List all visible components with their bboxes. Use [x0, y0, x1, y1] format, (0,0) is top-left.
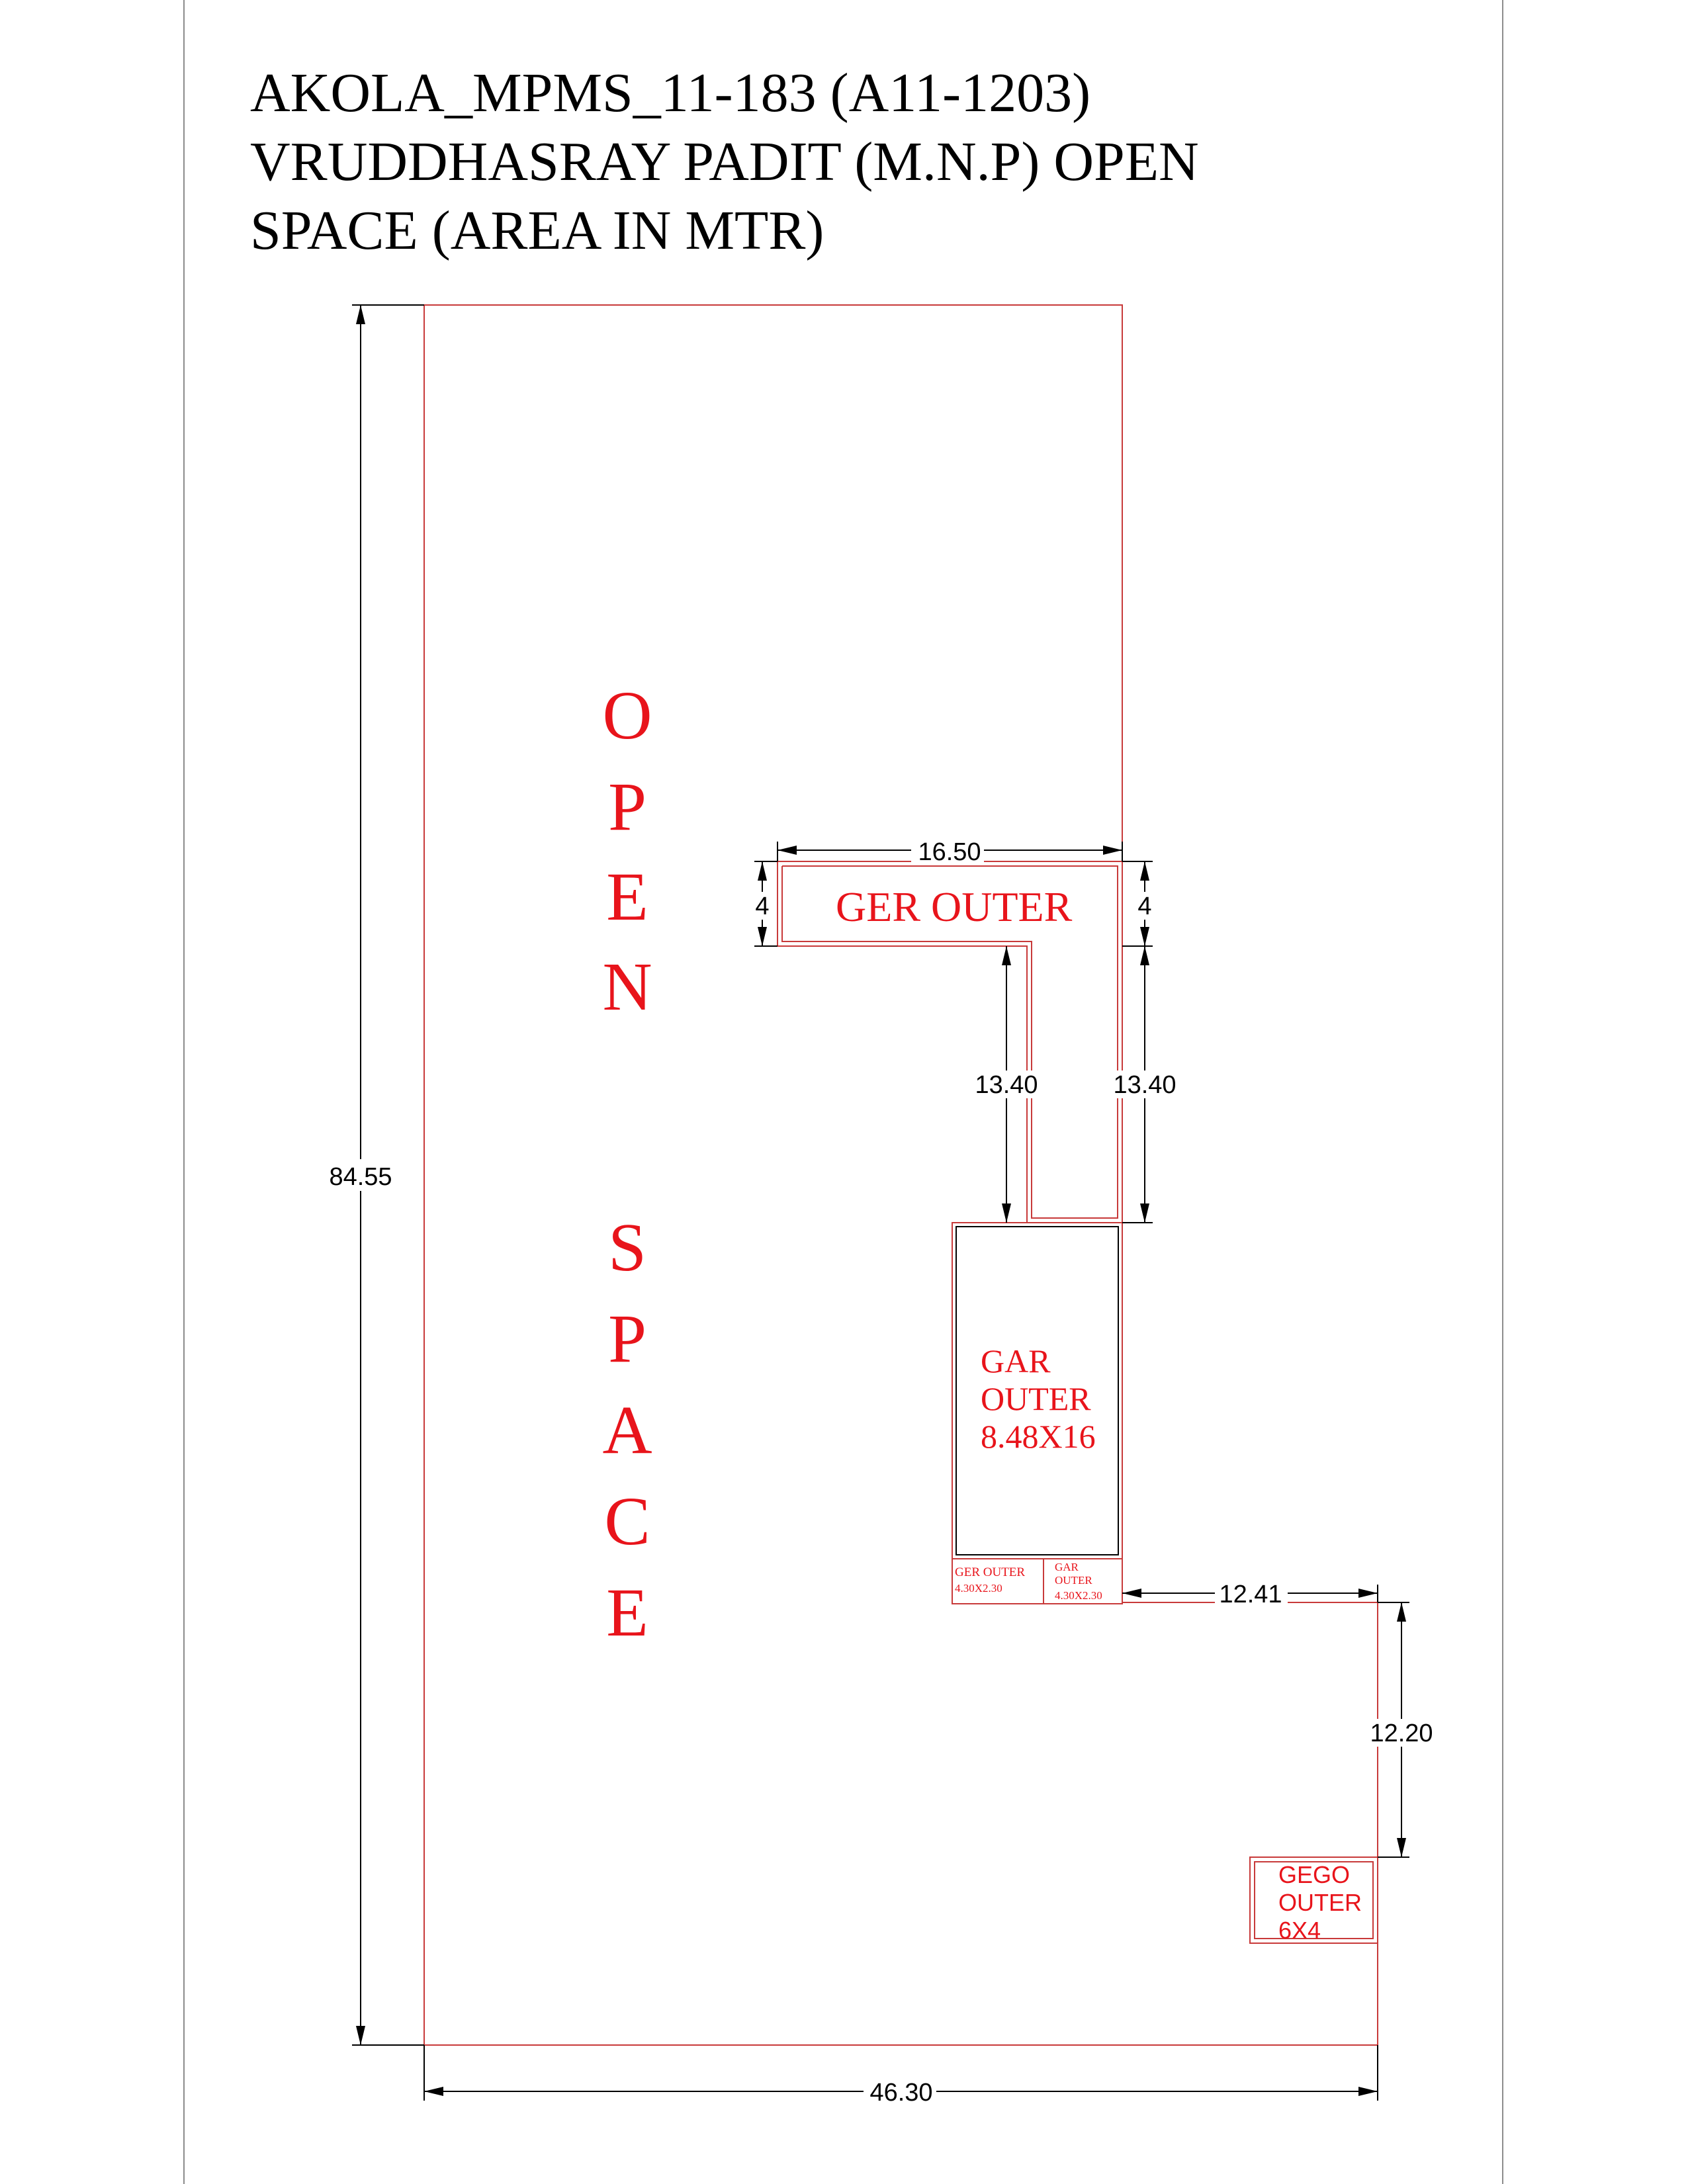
- title-line-2: VRUDDHASRAY PADIT (M.N.P) OPEN: [250, 131, 1199, 193]
- dimension-arm-left: 13.40: [975, 1071, 1038, 1099]
- open-space-letter: E: [606, 1575, 648, 1651]
- dimension-offset-right: 12.41: [1219, 1581, 1282, 1608]
- arrowhead: [777, 846, 797, 855]
- arrowhead: [356, 2026, 365, 2045]
- gego-outer-box-inner: [1254, 1861, 1374, 1939]
- gar-outer-box-inner: [955, 1226, 1119, 1555]
- arrowhead: [1358, 1589, 1378, 1598]
- title-line-1: AKOLA_MPMS_11-183 (A11-1203): [250, 62, 1090, 124]
- open-space-letter: O: [602, 677, 652, 754]
- gar-outer-label-line-2: OUTER: [981, 1380, 1091, 1417]
- dimension-label-bg: [1365, 1719, 1438, 1747]
- dimension-label-bg: [751, 892, 774, 920]
- arrowhead: [1140, 927, 1149, 946]
- dimension-arm-right: 13.40: [1113, 1071, 1176, 1099]
- dimension-label-bg: [1215, 1581, 1288, 1607]
- dimension-label-bg: [1108, 1070, 1181, 1098]
- plot-boundary: [423, 304, 1378, 2046]
- dimension-label-bg: [864, 2077, 936, 2105]
- arrowhead: [424, 2087, 443, 2096]
- ger-outer-label: GER OUTER: [836, 883, 1073, 930]
- dimension-offset-down: 12.20: [1370, 1720, 1433, 1747]
- open-space-letter: E: [606, 859, 648, 935]
- gar-outer-label-line-1: GAR: [981, 1342, 1051, 1379]
- arrowhead: [758, 927, 767, 946]
- arrowhead: [356, 305, 365, 324]
- arrowhead: [1397, 1838, 1406, 1857]
- open-space-letter: S: [608, 1209, 646, 1286]
- dimension-label-bg: [911, 837, 984, 863]
- dimension-label-bg: [970, 1070, 1043, 1098]
- gego-outer-label-line-3: 6X4: [1278, 1917, 1321, 1944]
- open-space-letter: A: [602, 1392, 652, 1468]
- open-space-letter: C: [604, 1483, 650, 1559]
- arrowhead: [1140, 946, 1149, 965]
- arrowhead: [1140, 861, 1149, 881]
- dimension-ger-depth-right: 4: [1137, 893, 1151, 920]
- dimension-total-width: 46.30: [869, 2079, 932, 2107]
- arrowhead: [1122, 1589, 1141, 1598]
- gego-outer-label-line-1: GEGO: [1278, 1861, 1350, 1888]
- arrowhead: [758, 861, 767, 881]
- dimension-ger-width: 16.50: [918, 838, 981, 866]
- arrowhead: [1397, 1602, 1406, 1622]
- gar-outer-small-label-line-1: GAR: [1055, 1561, 1079, 1573]
- arrowhead: [1002, 946, 1011, 965]
- ger-outer-small-label-line-2: 4.30X2.30: [955, 1582, 1002, 1594]
- gego-outer-box: [1249, 1856, 1378, 1944]
- dimension-total-height: 84.55: [329, 1163, 392, 1191]
- gar-outer-small-label-line-2: OUTER: [1055, 1574, 1092, 1587]
- open-space-letter: P: [608, 769, 646, 845]
- gego-outer-label-line-2: OUTER: [1278, 1889, 1362, 1916]
- arrowhead: [1358, 2087, 1378, 2096]
- gar-outer-label-line-3: 8.48X16: [981, 1418, 1096, 1455]
- open-space-letter: P: [608, 1301, 646, 1377]
- dimension-label-bg: [324, 1159, 397, 1191]
- arrowhead: [1140, 1203, 1149, 1223]
- ger-outer-small-label-line-1: GER OUTER: [955, 1565, 1025, 1579]
- dimension-ger-depth-left: 4: [755, 893, 769, 920]
- gar-outer-small-label-line-3: 4.30X2.30: [1055, 1589, 1102, 1602]
- arrowhead: [1103, 846, 1122, 855]
- open-space-letter: N: [602, 949, 652, 1025]
- ger-outer-l-shape-inner: [781, 865, 1118, 1219]
- gar-outer-small-box: [1043, 1558, 1123, 1604]
- arrowhead: [1002, 1203, 1011, 1223]
- title-line-3: SPACE (AREA IN MTR): [250, 200, 824, 261]
- dimension-label-bg: [1133, 892, 1156, 920]
